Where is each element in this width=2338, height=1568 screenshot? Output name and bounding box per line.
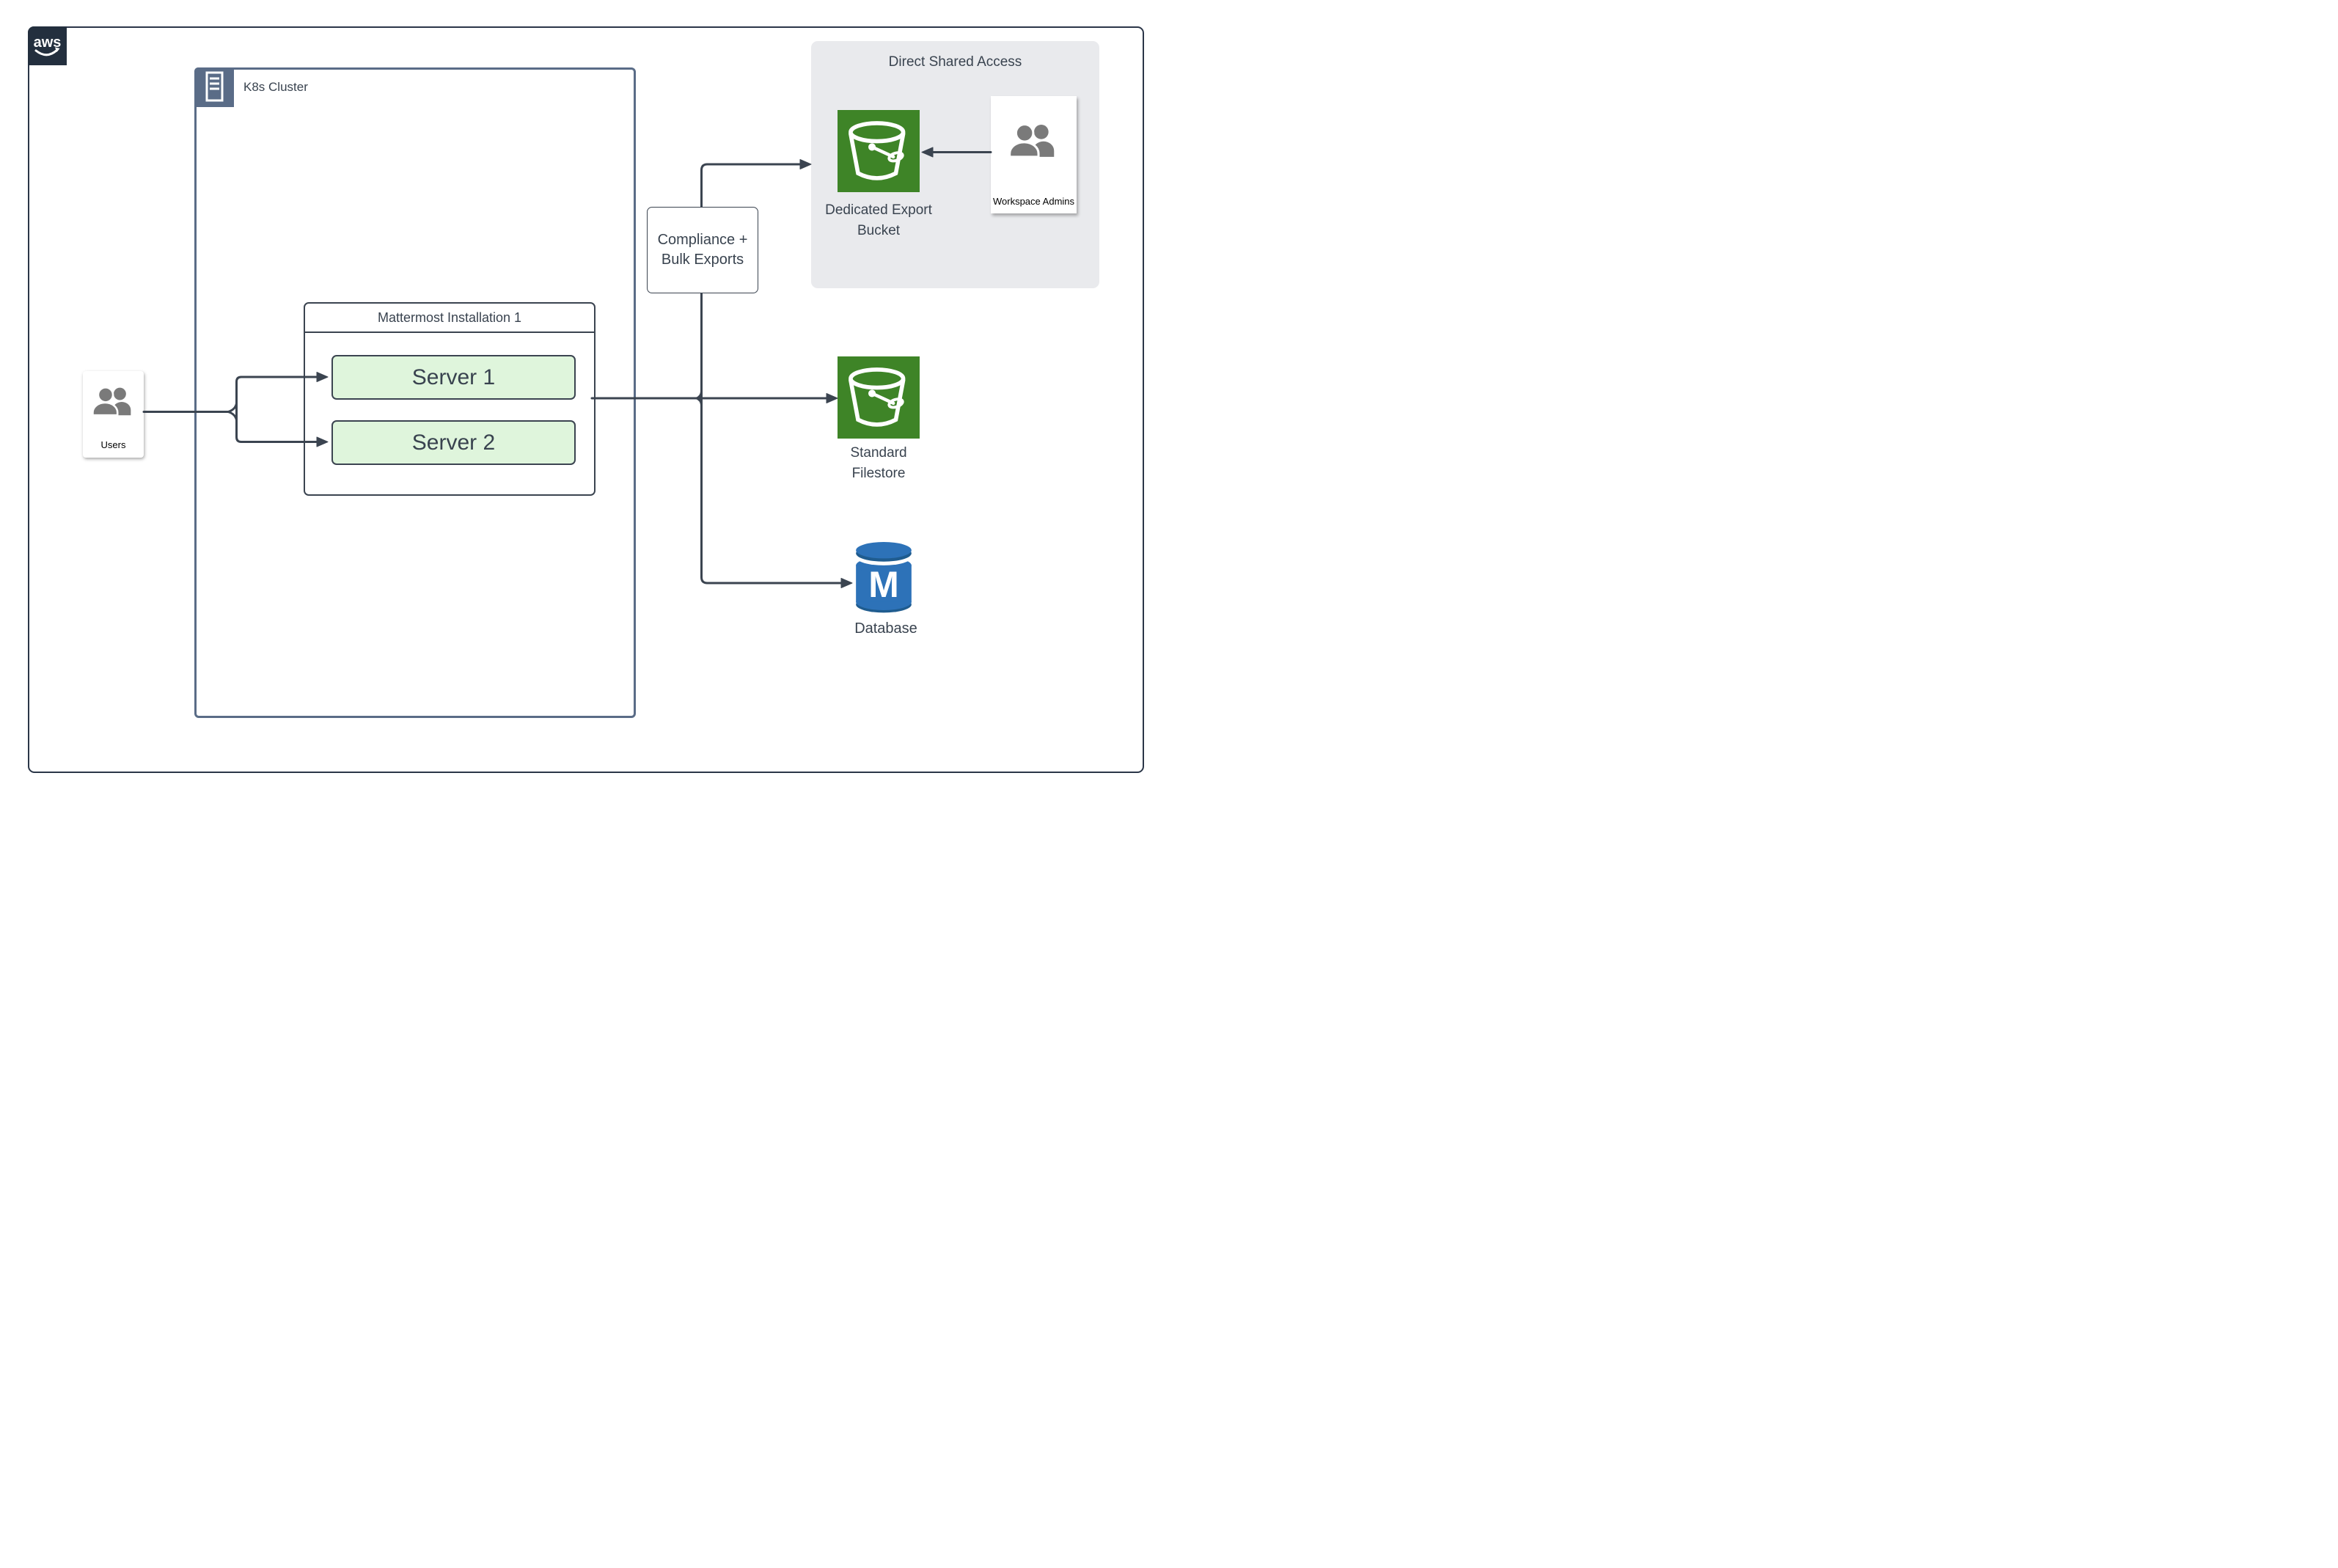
database-icon: M	[852, 535, 915, 618]
database-cylinder-icon: M	[856, 542, 912, 613]
workspace-admins-icon	[1008, 123, 1054, 158]
aws-logo-icon: aws	[34, 34, 62, 56]
compliance-bulk-exports-box: Compliance + Bulk Exports	[647, 207, 758, 293]
workspace-admins-card: Workspace Admins	[991, 96, 1077, 213]
database-m-glyph: M	[868, 564, 899, 605]
users-label: Users	[100, 439, 126, 450]
workspace-admins-label: Workspace Admins	[992, 196, 1075, 207]
s3-bucket-icon	[849, 121, 906, 180]
dedicated-export-bucket-icon	[838, 110, 920, 192]
aws-smile-curve	[34, 48, 59, 56]
database-label: Database	[854, 620, 917, 637]
dedicated-export-bucket-label: Dedicated Export Bucket	[825, 202, 932, 238]
mattermost-installation-title: Mattermost Installation 1	[305, 304, 594, 333]
server-1-node: Server 1	[331, 355, 576, 400]
server-2-node: Server 2	[331, 420, 576, 465]
standard-filestore-icon	[838, 356, 920, 439]
k8s-cluster-box	[194, 67, 636, 718]
k8s-cluster-label: K8s Cluster	[243, 80, 308, 94]
users-icon	[91, 386, 131, 417]
s3-bucket-icon	[849, 367, 906, 427]
aws-logo-text: aws	[34, 34, 62, 51]
standard-filestore-label: Standard Filestore	[850, 445, 907, 481]
aws-logo: aws	[28, 26, 67, 65]
diagram-canvas: { "diagram": { "aws_logo_text": "aws", "…	[0, 0, 1169, 784]
direct-shared-access-title: Direct Shared Access	[888, 54, 1022, 70]
mattermost-installation-box: Mattermost Installation 1 Server 1 Serve…	[304, 302, 596, 496]
aws-smile-arrow	[55, 47, 60, 52]
users-card: Users	[83, 371, 144, 458]
server-rack-icon	[205, 71, 224, 102]
k8s-cluster-badge	[194, 67, 234, 107]
